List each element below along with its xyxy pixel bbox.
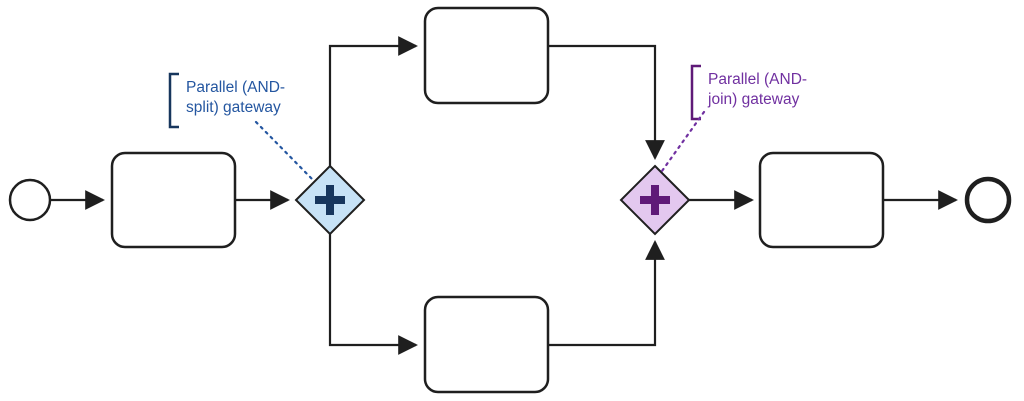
parallel-split-gateway <box>294 164 366 236</box>
start-event <box>8 178 52 222</box>
join-annotation-leader-line <box>660 110 706 173</box>
flow-split-gateway-to-task-bottom <box>328 234 418 355</box>
bracket-icon <box>690 64 701 121</box>
flow-task-bottom-to-join-gateway <box>548 240 665 347</box>
task-top <box>423 6 550 105</box>
split-annotation-leader-line <box>254 120 316 183</box>
bracket-icon <box>168 72 179 129</box>
split-annotation-line2: split) gateway <box>186 99 281 116</box>
flow-task-top-to-join-gateway <box>548 44 665 160</box>
join-annotation-line1: Parallel (AND- <box>708 71 807 88</box>
parallel-join-gateway <box>619 164 691 236</box>
split-annotation-line1: Parallel (AND- <box>186 79 285 96</box>
end-event <box>964 176 1012 224</box>
task-left <box>110 151 237 249</box>
task-right <box>758 151 885 249</box>
plus-icon <box>315 185 345 215</box>
flow-split-gateway-to-task-top <box>328 36 418 166</box>
join-gateway-annotation: Parallel (AND- join) gateway <box>660 64 807 173</box>
join-annotation-line2: join) gateway <box>707 91 800 108</box>
task-bottom <box>423 295 550 394</box>
plus-icon <box>640 185 670 215</box>
split-gateway-annotation: Parallel (AND- split) gateway <box>168 72 316 183</box>
